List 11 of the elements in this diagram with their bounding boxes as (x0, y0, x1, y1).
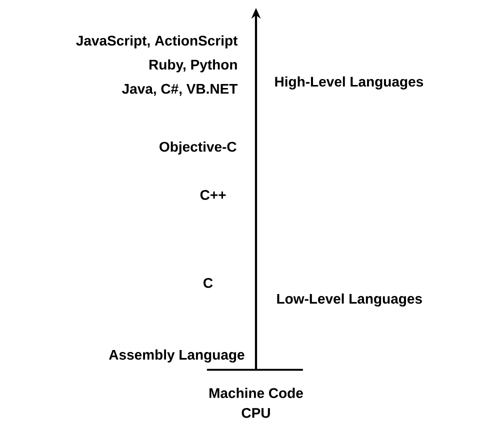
language-label: JavaScript, ActionScript (76, 35, 238, 48)
cpu-label: CPU (242, 408, 270, 418)
language-label: Objective-C (160, 142, 236, 155)
language-label: Assembly Language (109, 349, 244, 363)
language-label: Java, C#, VB.NET (122, 84, 238, 96)
language-label: C++ (200, 190, 226, 200)
machine-code-label: Machine Code (210, 388, 303, 398)
level-label: Low-Level Languages (277, 293, 422, 307)
level-label: High-Level Languages (275, 76, 424, 90)
language-label: Ruby, Python (150, 59, 237, 72)
language-label: C (204, 278, 213, 288)
